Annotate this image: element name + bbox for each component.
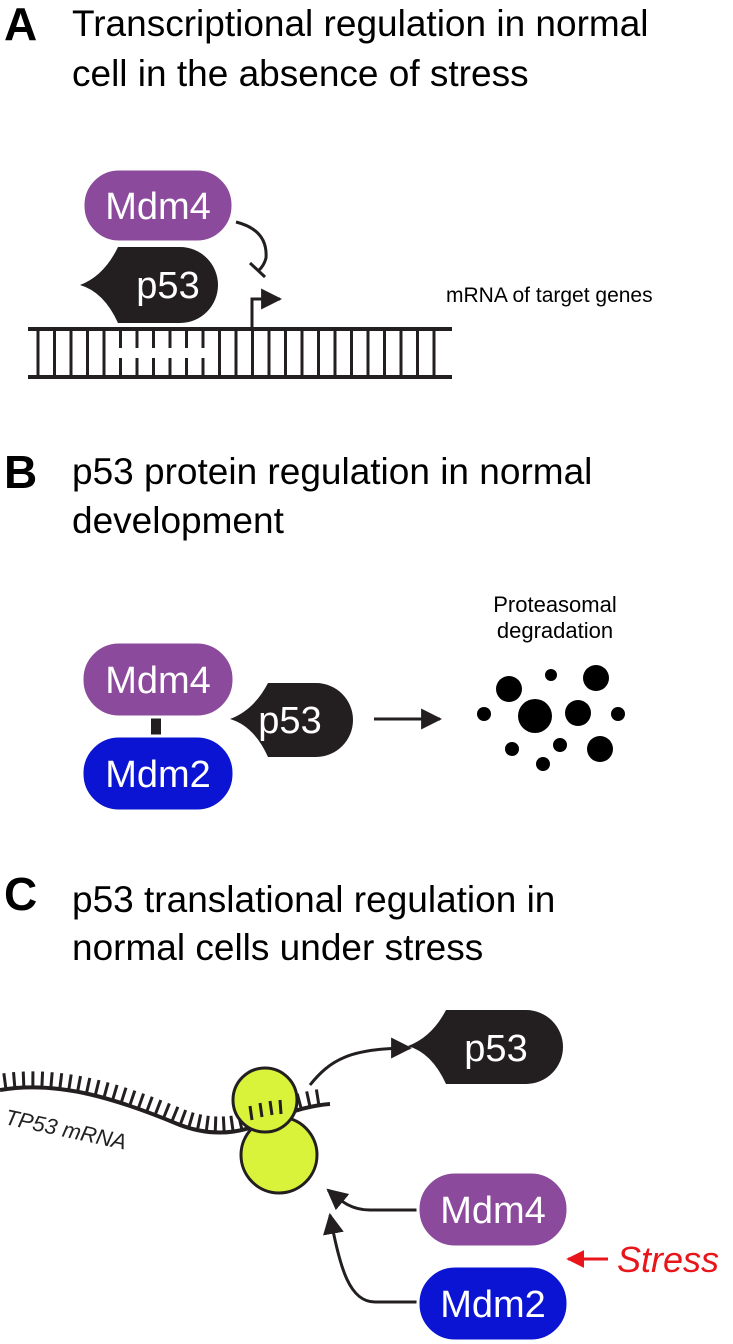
mdm4-arrow — [326, 1188, 418, 1212]
target-genes-label: mRNA of target genes — [446, 284, 653, 307]
mdm4-pill-b — [80, 640, 236, 719]
ribosome-mrna-ticks — [248, 1099, 283, 1121]
panel-b-title-line1: p53 protein regulation in normal — [72, 451, 592, 492]
ribosome-small-subunit — [231, 1066, 299, 1134]
dna-rungs — [36, 331, 436, 375]
mdm2-pill-b — [80, 734, 236, 813]
inhibition-arrow — [235, 220, 268, 273]
mdm4-label-a: Mdm4 — [105, 186, 211, 228]
dna-double-helix — [28, 327, 452, 379]
p53-label-c: p53 — [464, 1028, 527, 1070]
tp53-mrna-label: TP53 mRNA — [3, 1104, 129, 1154]
panel-c-letter: C — [4, 868, 37, 920]
transcription-start-arrow — [250, 288, 283, 329]
panel-c: C p53 translational regulation in normal… — [0, 868, 719, 1343]
translation-arrow — [308, 1037, 413, 1086]
p53-protein-c — [408, 1010, 563, 1084]
mdm2-arrow — [323, 1212, 418, 1304]
mdm2-label-b: Mdm2 — [105, 754, 211, 796]
mdm4-label-c: Mdm4 — [440, 1190, 546, 1232]
panel-a-title-line2: cell in the absence of stress — [72, 53, 529, 94]
panel-b: B p53 protein regulation in normal devel… — [4, 446, 625, 813]
mdm2-label-c: Mdm2 — [440, 1284, 546, 1326]
p53-label-a: p53 — [136, 265, 199, 307]
p53-protein-b — [230, 683, 353, 757]
panel-a: A Transcriptional regulation in normal c… — [4, 0, 653, 379]
stress-label: Stress — [617, 1239, 719, 1280]
panel-c-title-line2: normal cells under stress — [72, 927, 483, 968]
panel-c-title-line1: p53 translational regulation in — [72, 879, 555, 920]
panel-a-title-line1: Transcriptional regulation in normal — [72, 3, 649, 44]
proteasome-fragments — [477, 665, 625, 771]
panel-b-title-line2: development — [72, 500, 285, 541]
mdm4-pill-c — [416, 1170, 570, 1249]
panel-a-letter: A — [4, 0, 37, 50]
degradation-label-line2: degradation — [497, 618, 613, 643]
mdm4-label-b: Mdm4 — [105, 660, 211, 702]
degradation-label-line1: Proteasomal — [493, 592, 617, 617]
mdm2-pill-c — [416, 1264, 570, 1343]
mdm4-pill-a — [81, 167, 235, 244]
p53-label-b: p53 — [258, 700, 321, 742]
mdm4-mdm2-connector — [151, 710, 161, 748]
panel-b-letter: B — [4, 446, 37, 498]
p53-protein-a — [80, 247, 218, 323]
